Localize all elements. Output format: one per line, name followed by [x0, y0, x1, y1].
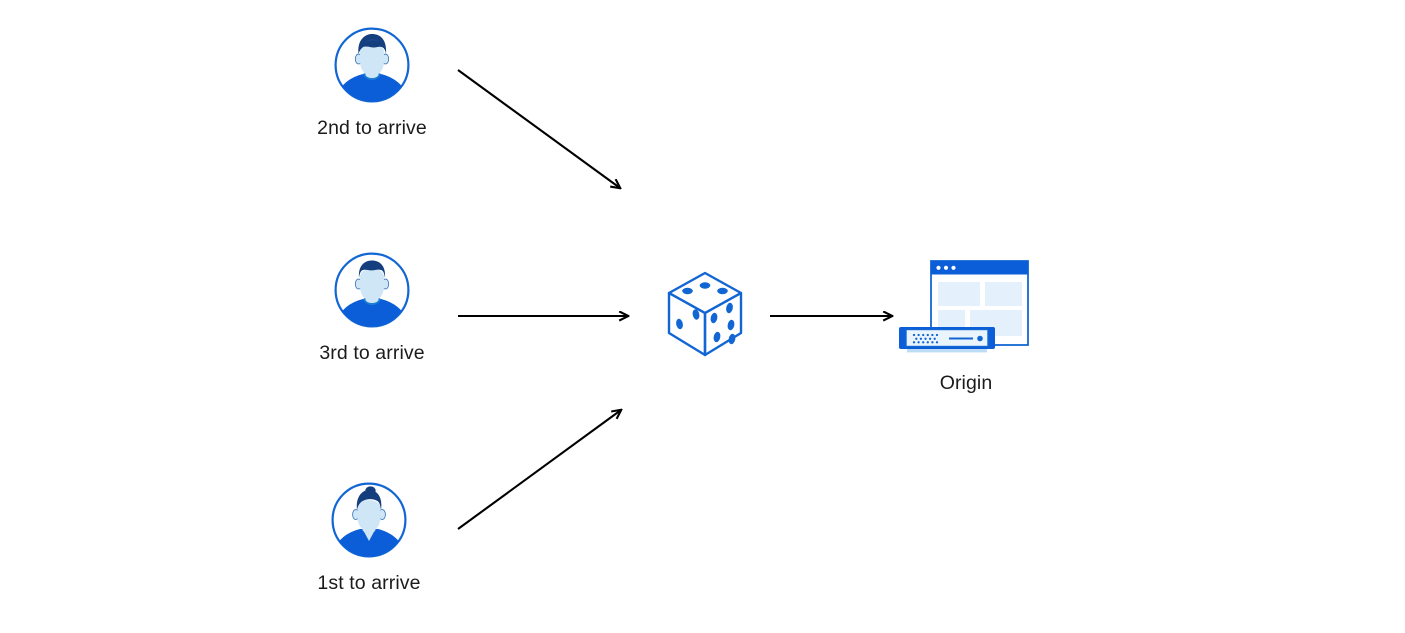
origin-server-icon	[893, 253, 1039, 363]
node-origin-server[interactable]: Origin	[893, 253, 1039, 395]
node-label-origin: Origin	[939, 372, 993, 394]
node-client-1st[interactable]: 1st to arrive	[289, 481, 449, 595]
node-client-2nd[interactable]: 2nd to arrive	[292, 26, 452, 140]
node-load-balancer[interactable]	[657, 267, 753, 363]
user-avatar-icon	[330, 481, 408, 559]
node-label-client-1st: 1st to arrive	[317, 572, 421, 594]
arrow-2nd-to-dice	[457, 69, 620, 188]
server-appliance	[899, 327, 995, 353]
node-client-3rd[interactable]: 3rd to arrive	[292, 251, 452, 365]
user-avatar-icon	[333, 26, 411, 104]
node-label-client-2nd: 2nd to arrive	[317, 117, 427, 139]
node-label-client-3rd: 3rd to arrive	[319, 342, 425, 364]
user-avatar-icon	[333, 251, 411, 329]
arrow-1st-to-dice	[457, 410, 621, 530]
dice-icon	[657, 267, 753, 363]
